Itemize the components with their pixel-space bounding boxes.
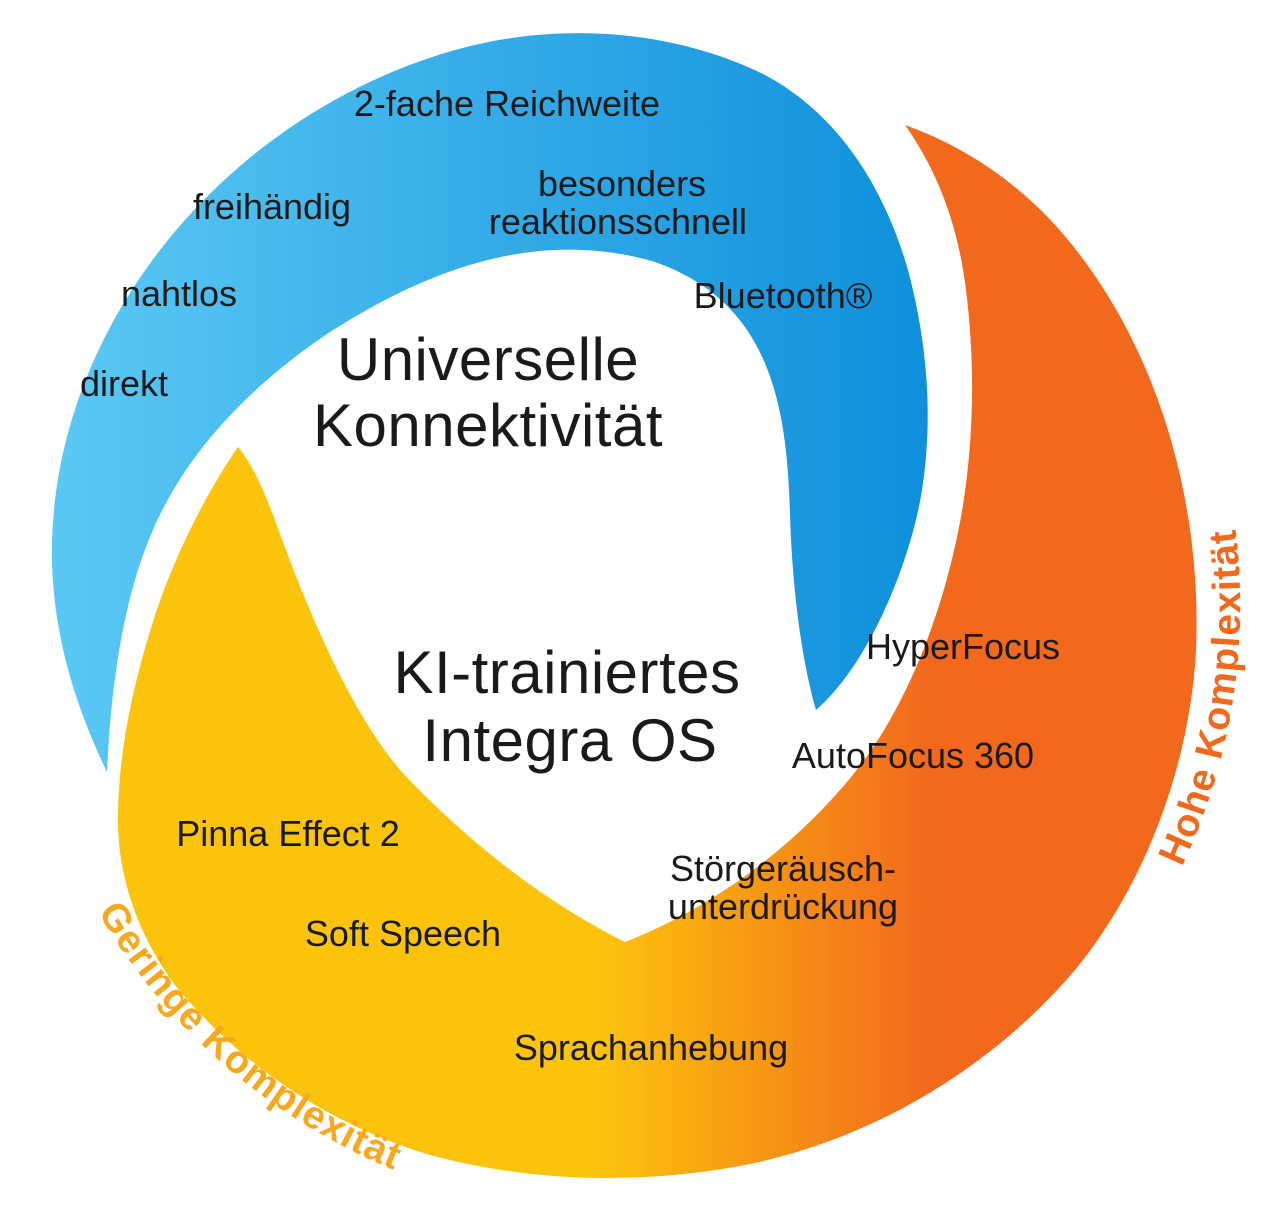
feature-label-pinna-effect: Pinna Effect 2 [176, 813, 400, 854]
connectivity-swirl-shape [51, 33, 928, 773]
os-title-line1: KI-trainiertes [393, 639, 740, 706]
feature-label-autofocus360: AutoFocus 360 [792, 735, 1034, 776]
feature-label-reichweite: 2-fache Reichweite [354, 83, 660, 124]
feature-label-freihaendig: freihändig [193, 186, 351, 227]
feature-label-stoergeraeusch-line1: Störgeräusch- [670, 848, 896, 889]
feature-label-soft-speech: Soft Speech [305, 913, 501, 954]
connectivity-title-line1: Universelle [337, 326, 639, 393]
feature-label-nahtlos: nahtlos [121, 273, 237, 314]
os-title-line2: Integra OS [422, 707, 717, 774]
feature-label-reaktionsschnell-line1: besonders [538, 163, 706, 204]
feature-label-bluetooth: Bluetooth® [694, 275, 873, 316]
connectivity-title-line2: Konnektivität [313, 392, 663, 459]
feature-label-hyperfocus: HyperFocus [866, 626, 1060, 667]
feature-label-sprachanhebung: Sprachanhebung [514, 1027, 788, 1068]
feature-label-direkt: direkt [80, 363, 168, 404]
complexity-swirl-shape [118, 125, 1197, 1178]
feature-label-reaktionsschnell-line2: reaktionsschnell [489, 201, 747, 242]
feature-label-stoergeraeusch-line2: unterdrückung [668, 886, 898, 927]
